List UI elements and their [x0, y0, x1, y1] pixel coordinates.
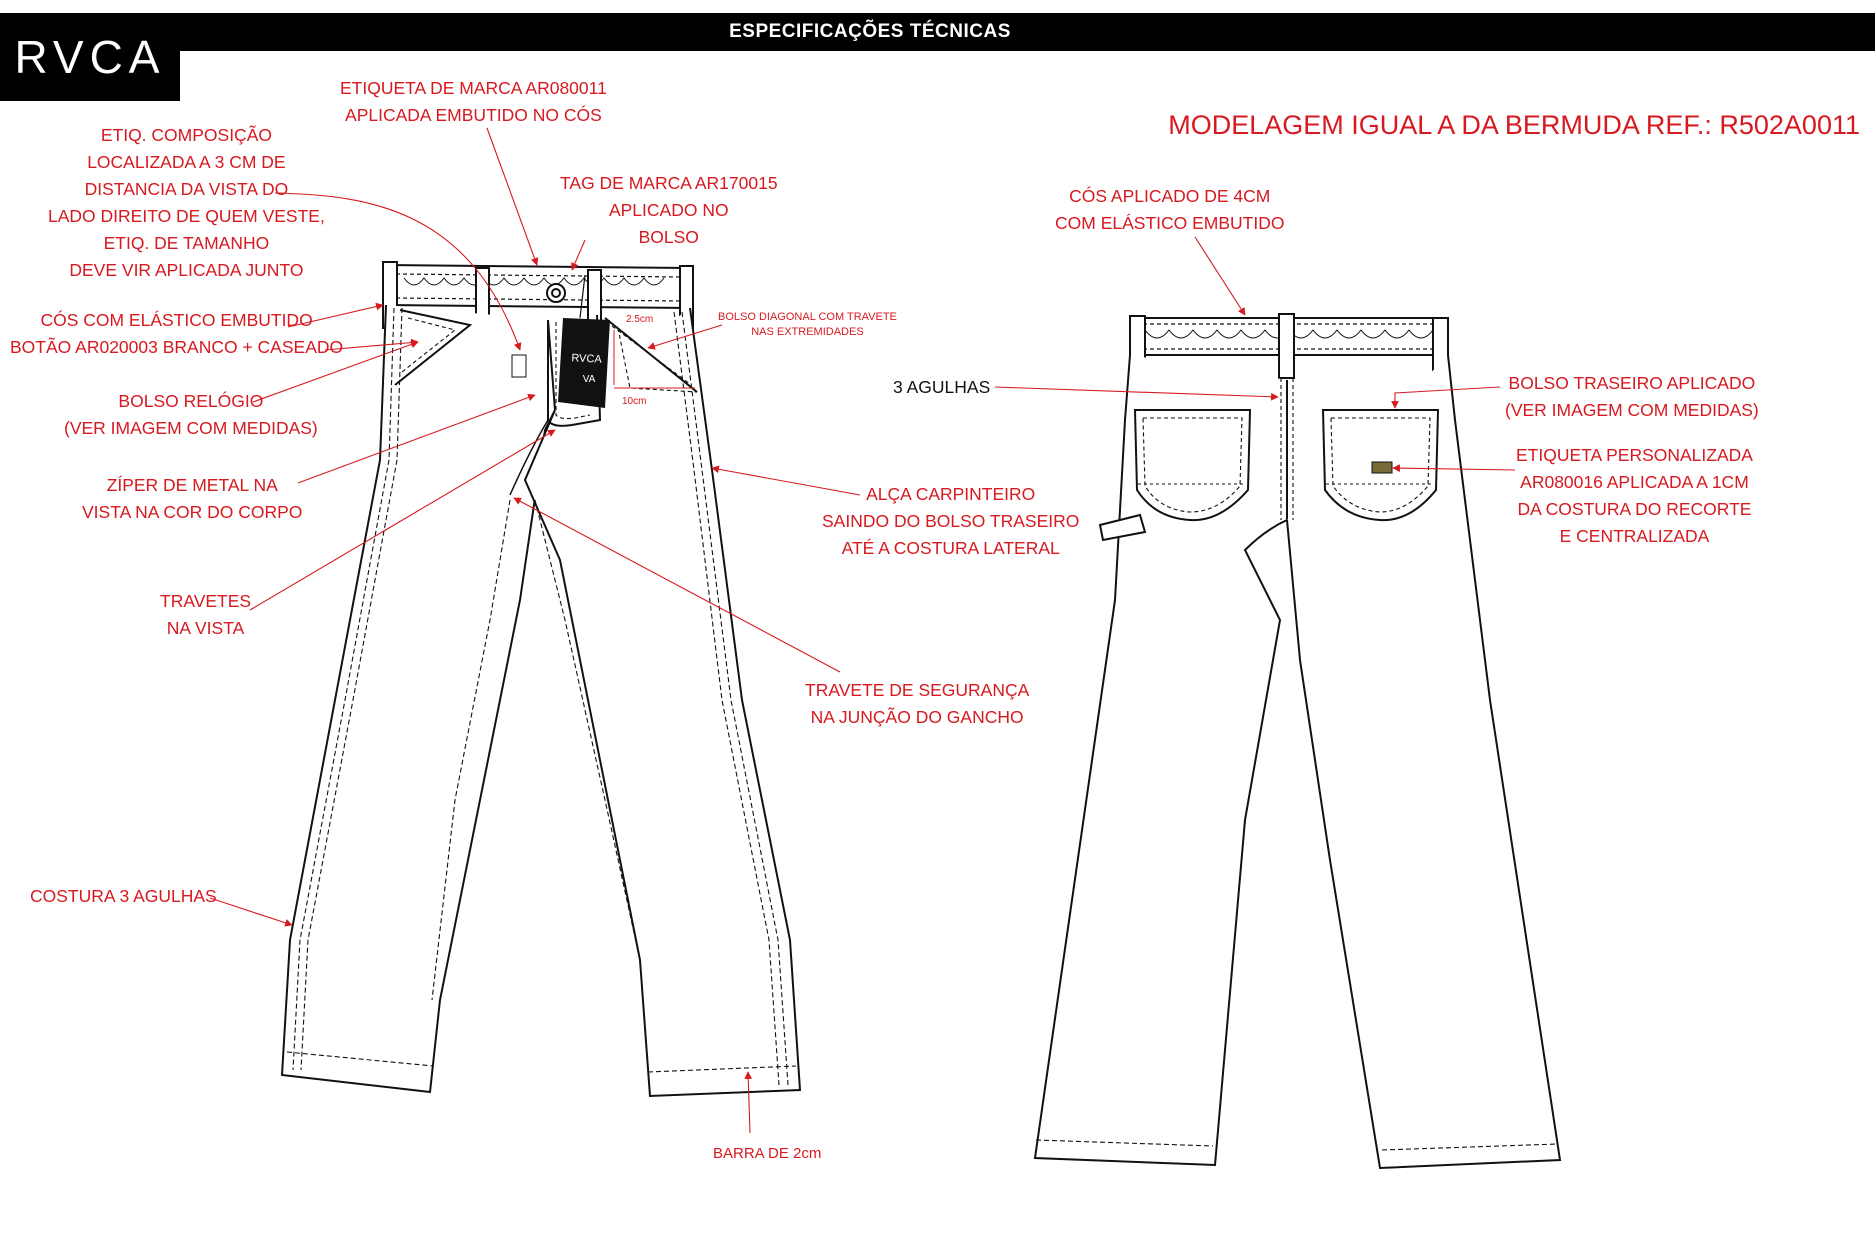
back-pants-view	[1033, 313, 1562, 1170]
note-three-needles: 3 AGULHAS	[893, 377, 991, 397]
note-custom-label: ETIQUETA PERSONALIZADA AR080016 APLICADA…	[1516, 445, 1753, 546]
dimension-pocket-width: 10cm	[622, 396, 647, 407]
front-leader-lines	[209, 127, 861, 1134]
note-triple-stitch: COSTURA 3 AGULHAS	[30, 886, 217, 906]
note-composition-label: ETIQ. COMPOSIÇÃO LOCALIZADA A 3 CM DE DI…	[48, 125, 325, 280]
front-pants-view	[280, 261, 802, 1098]
brand-logo-text: RVCA	[14, 31, 166, 83]
note-back-pocket: BOLSO TRASEIRO APLICADO (VER IMAGEM COM …	[1505, 373, 1759, 420]
note-watch-pocket: BOLSO RELÓGIO (VER IMAGEM COM MEDIDAS)	[64, 391, 318, 438]
note-zipper: ZÍPER DE METAL NA VISTA NA COR DO CORPO	[82, 475, 303, 522]
brand-logo: RVCA	[0, 13, 180, 101]
back-leader-lines	[994, 236, 1516, 472]
note-waistband-elastic: CÓS COM ELÁSTICO EMBUTIDO BOTÃO AR020003…	[10, 310, 344, 357]
page-title: ESPECIFICAÇÕES TÉCNICAS	[729, 21, 1011, 42]
header-bar: ESPECIFICAÇÕES TÉCNICAS	[0, 13, 1875, 51]
note-brand-tag: TAG DE MARCA AR170015 APLICADO NO BOLSO	[560, 173, 778, 247]
note-applied-waistband: CÓS APLICADO DE 4CM COM ELÁSTICO EMBUTID…	[1055, 186, 1285, 233]
note-bartacks: TRAVETES NA VISTA	[160, 591, 252, 638]
pattern-reference-note: MODELAGEM IGUAL A DA BERMUDA REF.: R502A…	[1168, 110, 1860, 140]
note-brand-label: ETIQUETA DE MARCA AR080011 APLICADA EMBU…	[340, 78, 607, 125]
note-safety-bartack: TRAVETE DE SEGURANÇA NA JUNÇÃO DO GANCHO	[805, 680, 1030, 727]
note-hem: BARRA DE 2cm	[713, 1145, 822, 1162]
pocket-dimension-lines	[613, 330, 695, 389]
hang-tag-icon: VA	[582, 374, 596, 385]
note-carpenter-loop: ALÇA CARPINTEIRO SAINDO DO BOLSO TRASEIR…	[822, 484, 1080, 558]
note-diagonal-pocket: BOLSO DIAGONAL COM TRAVETE NAS EXTREMIDA…	[718, 311, 897, 338]
hang-tag	[558, 274, 610, 408]
dimension-pocket-depth: 2.5cm	[626, 314, 654, 325]
